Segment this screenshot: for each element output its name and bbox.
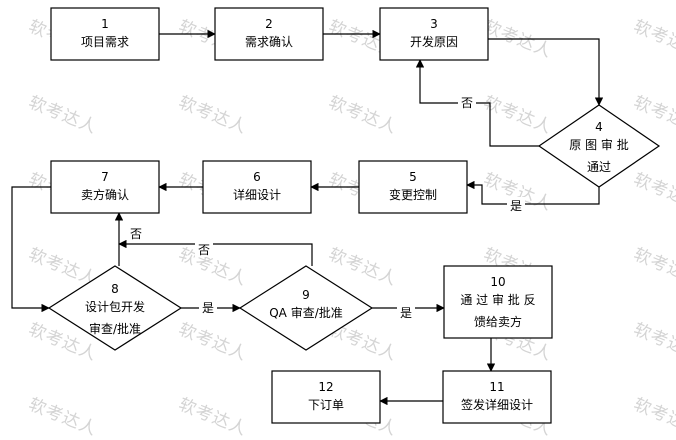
node-7: 7 卖方确认	[50, 160, 160, 214]
node-9: 9 QA 审查/批准	[238, 265, 374, 351]
node-3: 3 开发原因	[379, 7, 489, 61]
node-number: 12	[318, 380, 333, 394]
node-label: 变更控制	[389, 187, 437, 202]
edge-label-background	[458, 94, 476, 110]
node-number: 6	[253, 170, 261, 184]
node-label: 详细设计	[233, 187, 281, 202]
edge-label: 否	[461, 96, 473, 110]
edge-label-background	[195, 241, 213, 257]
node-label: 需求确认	[245, 35, 293, 49]
edge-label: 是	[400, 306, 412, 320]
edge-label-background	[397, 304, 415, 320]
edge-label-background	[127, 225, 145, 241]
edge-4-to-3	[415, 59, 539, 147]
node-number: 10	[490, 275, 505, 289]
node-label: 原 图 审 批	[569, 137, 628, 152]
node-number: 11	[489, 380, 504, 394]
edge-label-background	[199, 299, 217, 315]
node-number: 7	[101, 170, 109, 184]
node-label: 通 过 审 批 反	[460, 292, 535, 307]
process-box	[214, 7, 324, 61]
node-number: 3	[430, 17, 438, 31]
decision-diamond	[537, 104, 661, 188]
node-label: 开发原因	[410, 34, 458, 49]
process-box	[50, 160, 160, 214]
edge-label: 是	[202, 301, 214, 315]
process-box	[442, 370, 552, 424]
node-number: 2	[265, 17, 273, 31]
edge-9-to-7	[118, 239, 313, 266]
node-5: 5 变更控制	[358, 160, 468, 214]
edges-layer	[11, 29, 604, 406]
node-label: 审查/批准	[89, 321, 141, 336]
process-box	[379, 7, 489, 61]
process-box	[50, 7, 160, 61]
node-label: 项目需求	[81, 35, 129, 49]
edge-label: 否	[198, 243, 210, 257]
node-12: 12 下订单	[271, 370, 381, 424]
node-label: 下订单	[308, 398, 344, 412]
node-6: 6 详细设计	[202, 160, 312, 214]
node-number: 1	[101, 17, 109, 31]
process-box	[443, 265, 553, 339]
node-4: 4 原 图 审 批通过	[537, 104, 661, 188]
node-number: 5	[409, 170, 417, 184]
process-box	[271, 370, 381, 424]
node-label: 馈给卖方	[474, 314, 522, 329]
node-label: QA 审查/批准	[269, 305, 343, 320]
edge-3-to-4	[488, 38, 604, 106]
node-2: 2 需求确认	[214, 7, 324, 61]
decision-diamond	[47, 265, 183, 351]
node-label: 卖方确认	[81, 187, 129, 202]
edge-4-to-5	[466, 180, 600, 205]
node-label: 签发详细设计	[461, 397, 533, 412]
node-label: 通过	[587, 160, 611, 174]
node-number: 8	[111, 282, 119, 296]
process-box	[202, 160, 312, 214]
edge-label: 否	[130, 227, 142, 241]
edge-7-to-8	[11, 186, 51, 313]
node-11: 11 签发详细设计	[442, 370, 552, 424]
process-box	[358, 160, 468, 214]
nodes-layer: 1 项目需求 2 需求确认 3 开发原因 4 原 图 审 批通过 5 变更控制 6 详细设计 7 卖方确认…	[47, 7, 661, 424]
node-number: 4	[595, 120, 603, 134]
node-label: 设计包开发	[85, 299, 145, 314]
edge-label-background	[507, 197, 525, 213]
edge-labels-layer: 否是否否是是	[127, 94, 525, 320]
node-1: 1 项目需求	[50, 7, 160, 61]
node-number: 9	[302, 288, 310, 302]
decision-diamond	[238, 265, 374, 351]
edge-label: 是	[510, 199, 522, 213]
